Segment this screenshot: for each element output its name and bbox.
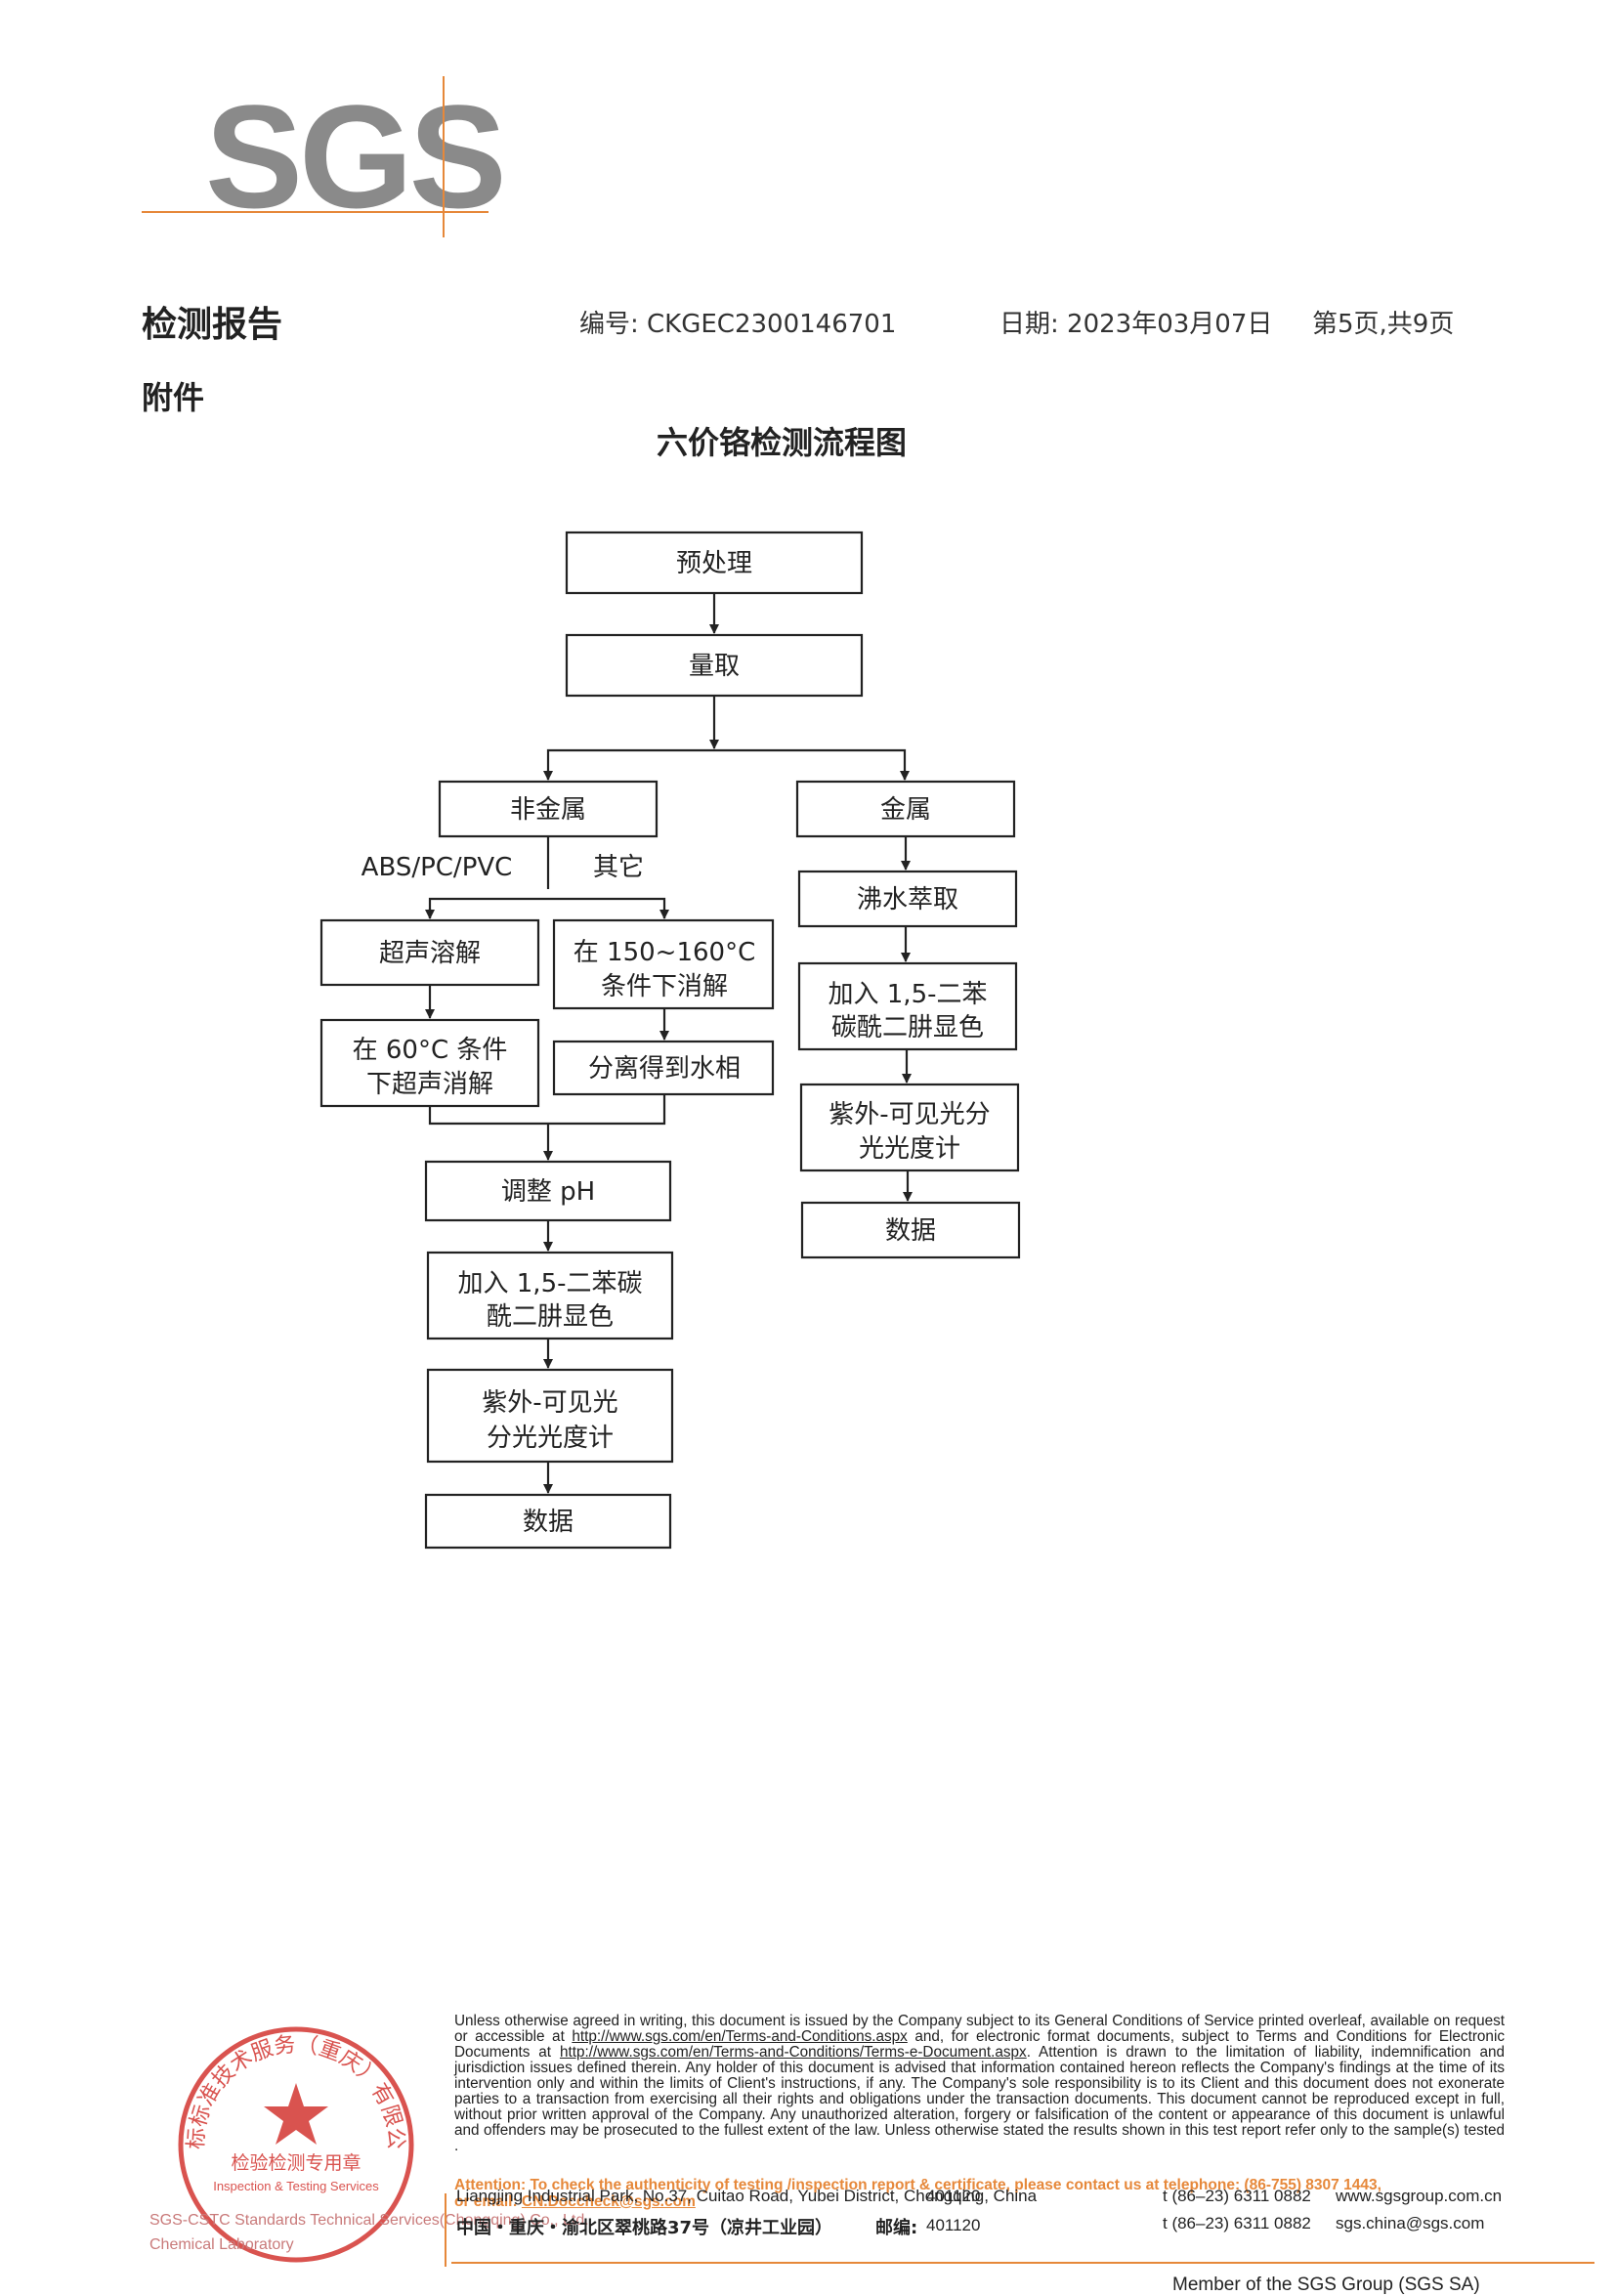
e-terms-link[interactable]: http://www.sgs.com/en/Terms-and-Conditio… [559, 2044, 1027, 2061]
label-nonmetal-uv-2: 分光光度计 [487, 1424, 614, 1453]
label-boil: 沸水萃取 [857, 885, 958, 914]
footer-divider-vertical [445, 2193, 446, 2267]
box-nonmetal [438, 780, 659, 838]
company-seal: 通标标准技术服务（重庆）有限公司 检验检测专用章 Inspection & Te… [174, 2022, 414, 2263]
page-number: 第5页,共9页 [1312, 310, 1455, 339]
report-title: 检测报告 [142, 305, 283, 345]
report-number: 编号: CKGEC2300146701 [579, 310, 897, 339]
label-nonmetal-data: 数据 [523, 1508, 574, 1537]
label-ultra60-2: 下超声消解 [366, 1070, 493, 1099]
box-metal-uv [799, 1083, 1020, 1172]
lab-name: SGS-CSTC Standards Technical Services(Ch… [149, 2212, 589, 2253]
postcode-cn: 401120 [926, 2216, 981, 2234]
split-connector [546, 748, 907, 780]
authenticity-notice: Attention: To check the authenticity of … [454, 2177, 1381, 2210]
label-abs-pc-pvc: ABS/PC/PVC [361, 853, 513, 882]
label-metal-color-1: 加入 1,5-二苯 [829, 980, 988, 1009]
label-metal-uv-1: 紫外-可见光分 [829, 1100, 990, 1129]
label-digest-2: 条件下消解 [601, 972, 728, 1001]
seal-center-text: 检验检测专用章 [231, 2152, 361, 2174]
address-cn: 中国・重庆・渝北区翠桃路37号（凉井工业园） [456, 2218, 833, 2238]
flowchart-title: 六价铬检测流程图 [656, 424, 907, 461]
telephone-1: t (86–23) 6311 0882 [1163, 2187, 1311, 2205]
postcode-en: 401120 [926, 2187, 981, 2205]
label-ultra60-1: 在 60°C 条件 [353, 1036, 508, 1065]
website: www.sgsgroup.com.cn [1336, 2187, 1503, 2205]
postcode-cn-label: 邮编: [875, 2218, 918, 2238]
box-nonmetal-data [424, 1493, 672, 1550]
annex-label: 附件 [142, 379, 205, 416]
label-measure: 量取 [689, 652, 740, 681]
box-nonmetal-color [426, 1251, 674, 1340]
label-metal: 金属 [880, 795, 931, 825]
box-digest [552, 918, 775, 1010]
telephone-2: t (86–23) 6311 0882 [1163, 2214, 1311, 2232]
label-ultra-dissolve: 超声溶解 [379, 939, 481, 968]
member-statement: Member of the SGS Group (SGS SA) [1172, 2275, 1480, 2295]
seal-en-text: Inspection & Testing Services [213, 2179, 379, 2193]
terms-link[interactable]: http://www.sgs.com/en/Terms-and-Conditio… [572, 2028, 908, 2045]
box-ph [424, 1160, 672, 1222]
label-separate: 分离得到水相 [588, 1054, 741, 1084]
seal-star-icon [264, 2083, 328, 2145]
logo-underline [142, 211, 489, 213]
seal-ring [178, 2026, 414, 2263]
terms-disclaimer: Unless otherwise agreed in writing, this… [454, 2013, 1505, 2154]
logo-vertical-line [443, 76, 445, 237]
label-pretreat: 预处理 [676, 549, 752, 578]
report-date: 日期: 2023年03月07日 [999, 310, 1273, 339]
sgs-logo: SGS [205, 74, 507, 238]
label-nonmetal-uv-1: 紫外-可见光 [482, 1388, 617, 1418]
address-en: Liangjing Industrial Park, No.37, Cuitao… [456, 2187, 1038, 2205]
label-metal-uv-2: 光光度计 [859, 1134, 960, 1164]
label-nonmetal-color-2: 酰二肼显色 [487, 1302, 614, 1332]
box-pretreat [565, 531, 864, 595]
label-nonmetal-color-1: 加入 1,5-二苯碳 [458, 1269, 643, 1298]
box-boil [797, 870, 1018, 928]
label-metal-color-2: 碳酰二肼显色 [831, 1013, 984, 1042]
label-digest-1: 在 150~160°C [574, 938, 755, 967]
footer-divider [451, 2262, 1594, 2264]
box-ultra60 [319, 1018, 540, 1108]
hexavalent-chromium-flowchart: 预处理 量取 非金属 金属 ABS/PC/PVC 其它 超声溶解 在 150~1… [319, 531, 1021, 1550]
label-nonmetal: 非金属 [510, 795, 586, 825]
label-other: 其它 [593, 853, 644, 882]
box-metal-data [800, 1201, 1021, 1259]
email: sgs.china@sgs.com [1336, 2214, 1485, 2232]
doccheck-email-link[interactable]: CN.Doccheck@sgs.com [521, 2193, 696, 2210]
nonmetal-branch [428, 897, 666, 918]
label-ph: 调整 pH [501, 1177, 595, 1207]
box-ultra-dissolve [319, 918, 540, 987]
box-nonmetal-uv [426, 1368, 674, 1464]
label-metal-data: 数据 [885, 1216, 936, 1246]
